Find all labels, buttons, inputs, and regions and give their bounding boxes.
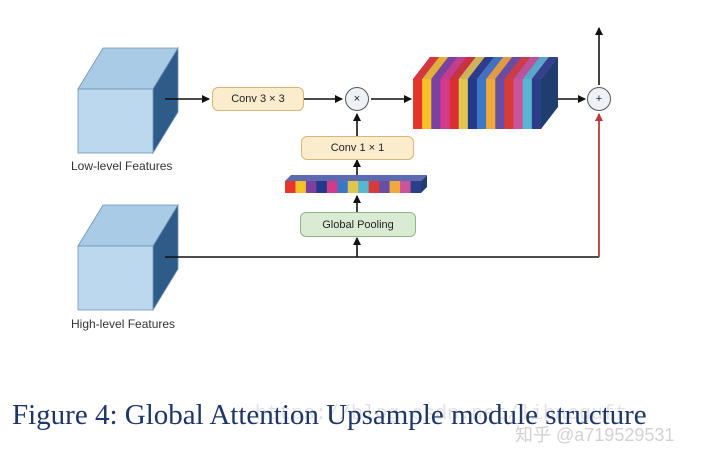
tensor-top-stripe-6: [467, 57, 494, 79]
tensor-stripe-10: [504, 79, 514, 129]
vector-stripe-10: [389, 181, 401, 193]
output-feature-tensor: [413, 57, 558, 129]
tensor-stripe-13: [531, 79, 542, 129]
tensor-top-stripe-13: [531, 57, 558, 79]
low-level-features-label: Low-level Features: [71, 159, 173, 173]
tensor-stripe-8: [486, 79, 496, 129]
tensor-top-stripe-9: [495, 57, 522, 79]
tensor-top-stripe-12: [522, 57, 549, 79]
url-watermark: https://blog.csdn.net/libaoguft: [255, 403, 628, 426]
tensor-stripe-3: [440, 79, 450, 129]
tensor-stripe-0: [413, 79, 423, 129]
vector-stripe-4: [326, 181, 338, 193]
vector-stripe-9: [379, 181, 390, 193]
tensor-stripe-6: [467, 79, 478, 129]
vector-stripe-2: [305, 181, 317, 193]
tensor-top-stripe-3: [440, 57, 467, 79]
tensor-top-stripe-2: [431, 57, 458, 79]
high-level-features-label: High-level Features: [71, 317, 176, 331]
figure-caption: Figure 4: Global Attention Upsample modu…: [12, 399, 647, 431]
tensor-stripe-4: [449, 79, 460, 129]
vector-top: [285, 175, 427, 181]
tensor-stripe-9: [495, 79, 505, 129]
tensor-side: [541, 57, 558, 129]
tensor-stripe-2: [431, 79, 441, 129]
zhihu-watermark: 知乎 @a719529531: [515, 425, 675, 445]
high-level-feature-cube: [77, 203, 179, 312]
pooled-vector: [285, 175, 427, 193]
conv1x1-block: Conv 1 × 1: [301, 136, 414, 160]
tensor-stripe-11: [513, 79, 524, 129]
tensor-top-stripe-7: [477, 57, 504, 79]
vector-stripe-6: [347, 181, 359, 193]
global-pooling-block: Global Pooling: [300, 212, 416, 237]
tensor-top-stripe-8: [486, 57, 513, 79]
vector-stripe-8: [368, 181, 380, 193]
add-operator: +: [587, 87, 611, 111]
vector-stripe-0: [285, 181, 296, 193]
high-cube-front: [77, 245, 154, 311]
vector-stripe-1: [295, 181, 307, 193]
tensor-front-stripes: [413, 79, 542, 129]
tensor-top-stripes: [413, 57, 558, 79]
multiply-operator: ×: [345, 87, 369, 111]
low-level-feature-cube: [77, 46, 179, 155]
tensor-top-stripe-1: [422, 57, 449, 79]
tensor-top-stripe-0: [413, 57, 440, 79]
tensor-top-stripe-5: [458, 57, 485, 79]
vector-stripe-3: [316, 181, 328, 193]
low-cube-front: [77, 88, 154, 154]
tensor-stripe-1: [422, 79, 432, 129]
vector-stripe-7: [358, 181, 369, 193]
vector-stripes: [285, 181, 422, 193]
vector-stripe-11: [400, 181, 411, 193]
tensor-stripe-7: [477, 79, 487, 129]
conv3x3-block: Conv 3 × 3: [212, 87, 304, 111]
tensor-top-stripe-10: [504, 57, 531, 79]
tensor-stripe-5: [458, 79, 469, 129]
tensor-top-stripe-4: [449, 57, 476, 79]
vector-stripe-5: [337, 181, 349, 193]
vector-stripe-12: [410, 181, 422, 193]
tensor-top-stripe-11: [513, 57, 540, 79]
tensor-stripe-12: [522, 79, 533, 129]
